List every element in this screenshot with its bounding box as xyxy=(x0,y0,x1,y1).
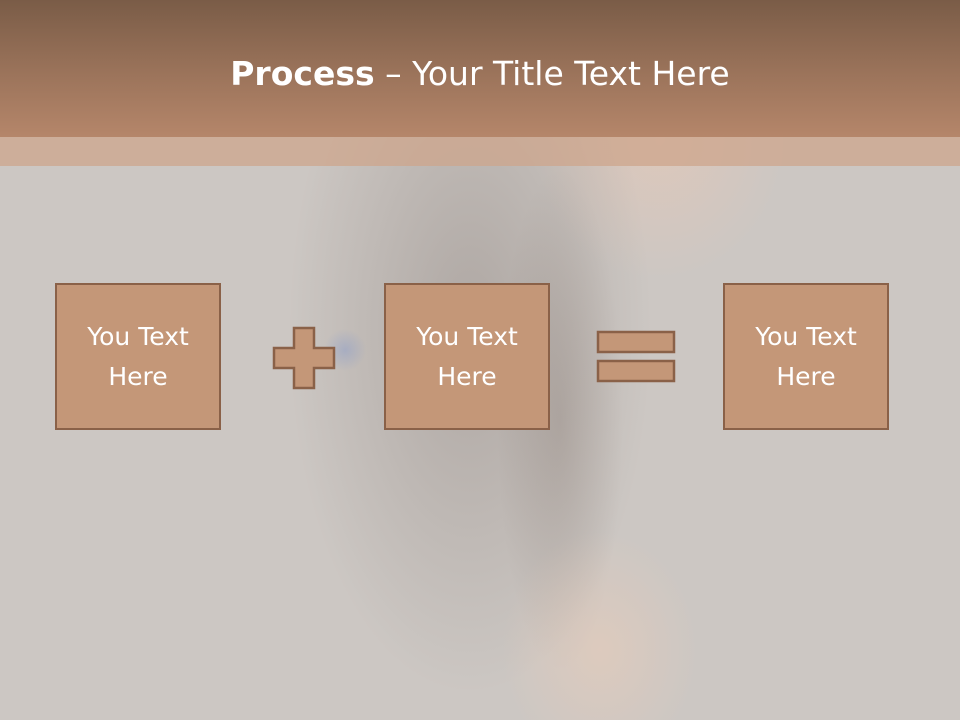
box-line-2: Here xyxy=(437,361,497,391)
process-box-text: You Text Here xyxy=(397,317,537,397)
equals-icon xyxy=(596,330,676,383)
title-rest: – Your Title Text Here xyxy=(374,54,730,93)
box-line-2: Here xyxy=(776,361,836,391)
box-line-1: You Text xyxy=(87,321,189,351)
title-bold: Process xyxy=(230,54,375,93)
process-box-1[interactable]: You Text Here xyxy=(55,283,221,430)
process-box-3[interactable]: You Text Here xyxy=(723,283,889,430)
process-box-2[interactable]: You Text Here xyxy=(384,283,550,430)
title-band xyxy=(0,137,960,166)
box-line-2: Here xyxy=(108,361,168,391)
plus-icon xyxy=(272,326,336,390)
process-box-text: You Text Here xyxy=(736,317,876,397)
box-line-1: You Text xyxy=(416,321,518,351)
process-box-text: You Text Here xyxy=(68,317,208,397)
title-bar xyxy=(0,0,960,137)
slide-title: Process – Your Title Text Here xyxy=(0,52,960,96)
box-line-1: You Text xyxy=(755,321,857,351)
